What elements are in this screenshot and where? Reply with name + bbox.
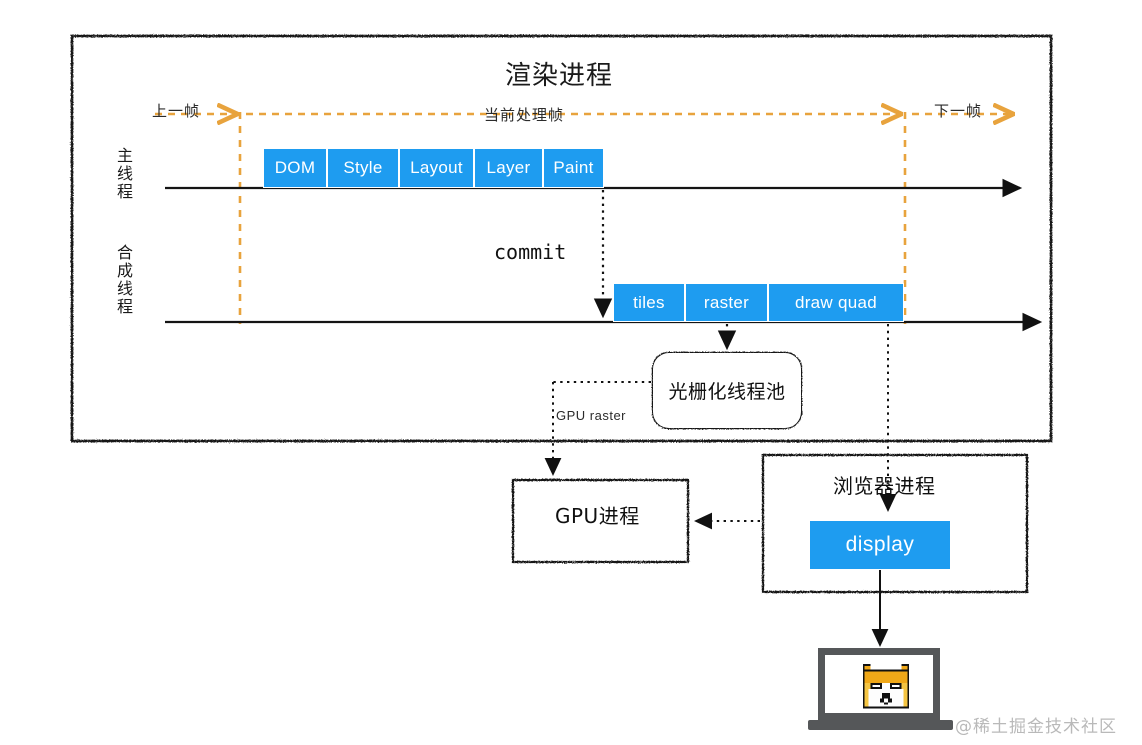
renderer-process-container	[70, 34, 1053, 443]
laptop-base	[808, 720, 953, 730]
gpu-raster-path	[544, 381, 651, 476]
display-box[interactable]: display	[810, 521, 950, 569]
stage-box-style[interactable]: Style	[327, 148, 399, 188]
stage-box-tiles[interactable]: tiles	[613, 283, 685, 322]
raster-pool-label[interactable]: 光栅化线程池	[653, 353, 801, 428]
laptop-illustration	[808, 648, 953, 732]
stage-box-raster[interactable]: raster	[685, 283, 768, 322]
gpu-raster-label: GPU raster	[556, 408, 627, 423]
shiba-dog-icon	[862, 663, 910, 709]
browser-process-title: 浏览器进程	[833, 474, 936, 498]
watermark: @稀土掘金技术社区	[955, 717, 1117, 737]
stage-box-layout[interactable]: Layout	[399, 148, 474, 188]
thread-label-main: 主线程	[116, 146, 133, 201]
stage-box-draw-quad[interactable]: draw quad	[768, 283, 904, 322]
gpu-process-title: GPU进程	[555, 504, 640, 528]
frame-label-previous: 上一帧	[152, 102, 201, 120]
laptop-screen	[818, 648, 940, 720]
stage-box-paint[interactable]: Paint	[543, 148, 604, 188]
frame-label-current: 当前处理帧	[484, 106, 565, 124]
page-title: 渲染进程	[505, 61, 614, 91]
frame-label-next: 下一帧	[934, 102, 983, 120]
stage-box-layer[interactable]: Layer	[474, 148, 543, 188]
stage-box-dom[interactable]: DOM	[263, 148, 327, 188]
commit-label: commit	[494, 240, 567, 264]
thread-label-compositor: 合成线程	[116, 243, 133, 316]
